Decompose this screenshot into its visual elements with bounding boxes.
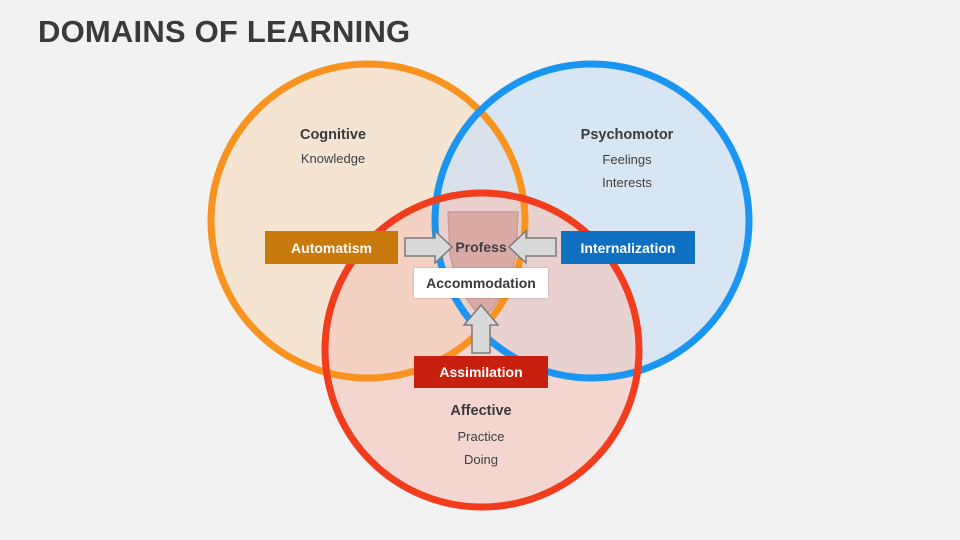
internalization-box: Internalization bbox=[561, 231, 695, 264]
affective-item: Practice bbox=[457, 429, 505, 444]
cognitive-heading: Cognitive bbox=[299, 127, 367, 143]
cognitive-item: Knowledge bbox=[300, 151, 366, 166]
affective-circle bbox=[321, 189, 643, 511]
psychomotor-heading: Psychomotor bbox=[580, 127, 674, 143]
psychomotor-item: Interests bbox=[602, 175, 652, 190]
accommodation-box: Accommodation bbox=[414, 268, 548, 298]
arrow-up-icon bbox=[462, 303, 500, 354]
cognitive-circle bbox=[207, 60, 529, 382]
psychomotor-item: Feelings bbox=[602, 152, 652, 167]
center-label: Profess bbox=[455, 239, 507, 255]
affective-heading: Affective bbox=[450, 403, 512, 419]
automatism-box: Automatism bbox=[265, 231, 398, 264]
affective-item: Doing bbox=[464, 452, 498, 467]
page-title: DOMAINS OF LEARNING bbox=[38, 14, 411, 49]
arrow-left-icon bbox=[507, 229, 557, 265]
psychomotor-circle bbox=[431, 60, 753, 382]
arrow-right-icon bbox=[404, 229, 454, 265]
assimilation-box: Assimilation bbox=[414, 356, 548, 388]
